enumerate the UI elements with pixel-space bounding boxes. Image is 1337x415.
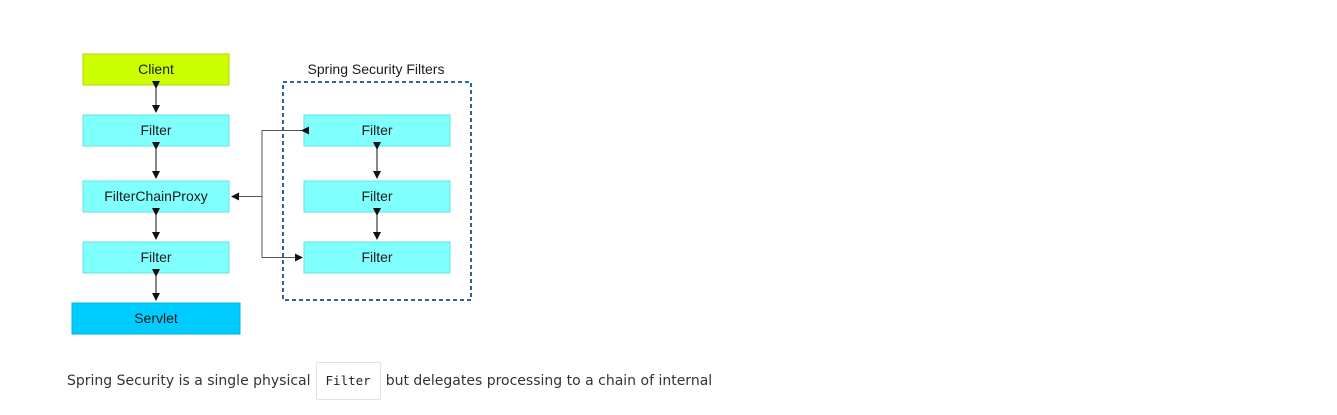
caption-text-after: but delegates processing to a chain of i… [385,373,713,389]
client-label: Client [138,61,174,77]
delegation-connectors [231,126,309,262]
security-filter-3: Filter [303,241,451,274]
security-filter-1: Filter [303,114,451,147]
security-filter-1-label: Filter [361,122,392,138]
security-filter-2-label: Filter [361,188,392,204]
security-filter-2: Filter [303,180,451,213]
bracket-line [261,126,309,262]
filter-top-label: Filter [140,122,171,138]
caption-paragraph: Spring Security is a single physical Fil… [67,362,712,400]
security-filters-title: Spring Security Filters [308,61,445,77]
filter-bottom-label: Filter [140,249,171,265]
security-filter-3-label: Filter [361,249,392,265]
filter-box-bottom: Filter [82,241,230,274]
filter-box-top: Filter [82,114,230,147]
security-filters-group [282,81,472,301]
caption-text-before: Spring Security is a single physical [67,373,311,389]
servlet-box: Servlet [71,302,241,335]
servlet-label: Servlet [134,310,178,326]
filter-chain-proxy-label: FilterChainProxy [104,188,207,204]
caption-code-filter: Filter [315,362,381,400]
filter-chain-proxy-box: FilterChainProxy [82,180,230,213]
client-box: Client [82,53,230,86]
